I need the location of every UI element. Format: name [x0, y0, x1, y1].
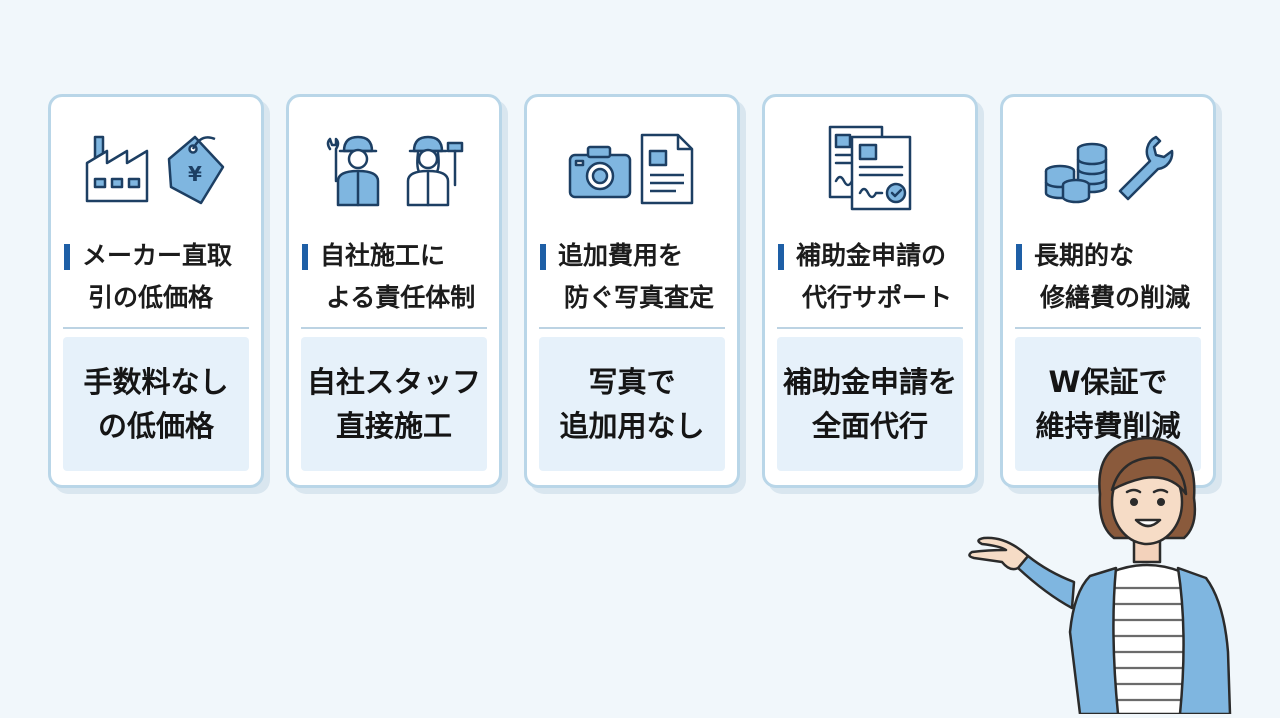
card-4-summary-line-1: 補助金申請を: [782, 365, 957, 399]
card-2-heading-line-1: 自社施工に: [302, 235, 491, 277]
male-worker-wrench-icon: [326, 135, 380, 207]
card-1-icons: ¥: [51, 125, 261, 213]
card-5-summary-line-1: W保証で: [1048, 365, 1168, 399]
card-4-summary-line-2: 全面代行: [811, 409, 928, 443]
card-4-divider: [777, 327, 963, 329]
card-2-heading-line-2: よる責任体制: [326, 283, 476, 312]
card-2-summary-line-1: 自社スタッフ: [306, 365, 481, 399]
card-5-heading: 長期的な 修繕費の削減: [1016, 235, 1205, 319]
feature-card-5: 長期的な 修繕費の削減 W保証で 維持費削減: [1000, 94, 1216, 488]
presenter-illustration: [962, 432, 1252, 718]
card-3-summary-line-2: 追加用なし: [559, 409, 705, 443]
card-1-heading-line-1: メーカー直取: [64, 235, 253, 277]
card-3-divider: [539, 327, 725, 329]
card-4-heading-line-2: 代行サポート: [802, 283, 953, 312]
wrench-icon: [1118, 135, 1174, 201]
card-4-icons: [765, 125, 975, 213]
card-5-heading-line-1: 長期的な: [1016, 235, 1205, 277]
card-3-heading: 追加費用を 防ぐ写真査定: [540, 235, 729, 319]
card-3-heading-line-2: 防ぐ写真査定: [564, 283, 715, 312]
feature-card-2: 自社施工に よる責任体制 自社スタッフ 直接施工: [286, 94, 502, 488]
yen-price-tag-icon: ¥: [167, 135, 225, 205]
feature-card-1: ¥ メーカー直取 引の低価格 手数料なし の低価格: [48, 94, 264, 488]
card-3-summary-line-1: 写真で: [588, 365, 676, 399]
female-worker-hammer-icon: [406, 135, 464, 207]
coin-stacks-icon: [1044, 142, 1108, 204]
presenter-woman-icon: [968, 436, 1232, 716]
signed-documents-icon: [828, 125, 912, 211]
feature-cards: ¥ メーカー直取 引の低価格 手数料なし の低価格: [48, 94, 1216, 488]
feature-card-3: 追加費用を 防ぐ写真査定 写真で 追加用なし: [524, 94, 740, 488]
card-5-heading-line-2: 修繕費の削減: [1040, 283, 1191, 312]
card-4-heading: 補助金申請の 代行サポート: [778, 235, 967, 319]
card-5-divider: [1015, 327, 1201, 329]
card-1-heading-line-2: 引の低価格: [88, 283, 214, 312]
factory-icon: [85, 135, 149, 203]
card-1-divider: [63, 327, 249, 329]
feature-card-4: 補助金申請の 代行サポート 補助金申請を 全面代行: [762, 94, 978, 488]
card-1-heading: メーカー直取 引の低価格: [64, 235, 253, 319]
camera-icon: [568, 145, 632, 199]
card-4-summary: 補助金申請を 全面代行: [777, 337, 963, 471]
card-3-icons: [527, 125, 737, 213]
document-icon: [640, 133, 694, 205]
card-1-summary-line-1: 手数料なし: [83, 365, 229, 399]
svg-text:¥: ¥: [188, 162, 202, 186]
card-3-heading-line-1: 追加費用を: [540, 235, 729, 277]
card-5-summary-line-2: 維持費削減: [1035, 409, 1181, 443]
card-1-summary-line-2: の低価格: [97, 409, 214, 443]
card-2-icons: [289, 125, 499, 213]
card-2-divider: [301, 327, 487, 329]
card-5-icons: [1003, 125, 1213, 213]
card-1-summary: 手数料なし の低価格: [63, 337, 249, 471]
card-4-heading-line-1: 補助金申請の: [778, 235, 967, 277]
card-2-heading: 自社施工に よる責任体制: [302, 235, 491, 319]
card-2-summary: 自社スタッフ 直接施工: [301, 337, 487, 471]
card-3-summary: 写真で 追加用なし: [539, 337, 725, 471]
card-2-summary-line-2: 直接施工: [335, 409, 452, 443]
